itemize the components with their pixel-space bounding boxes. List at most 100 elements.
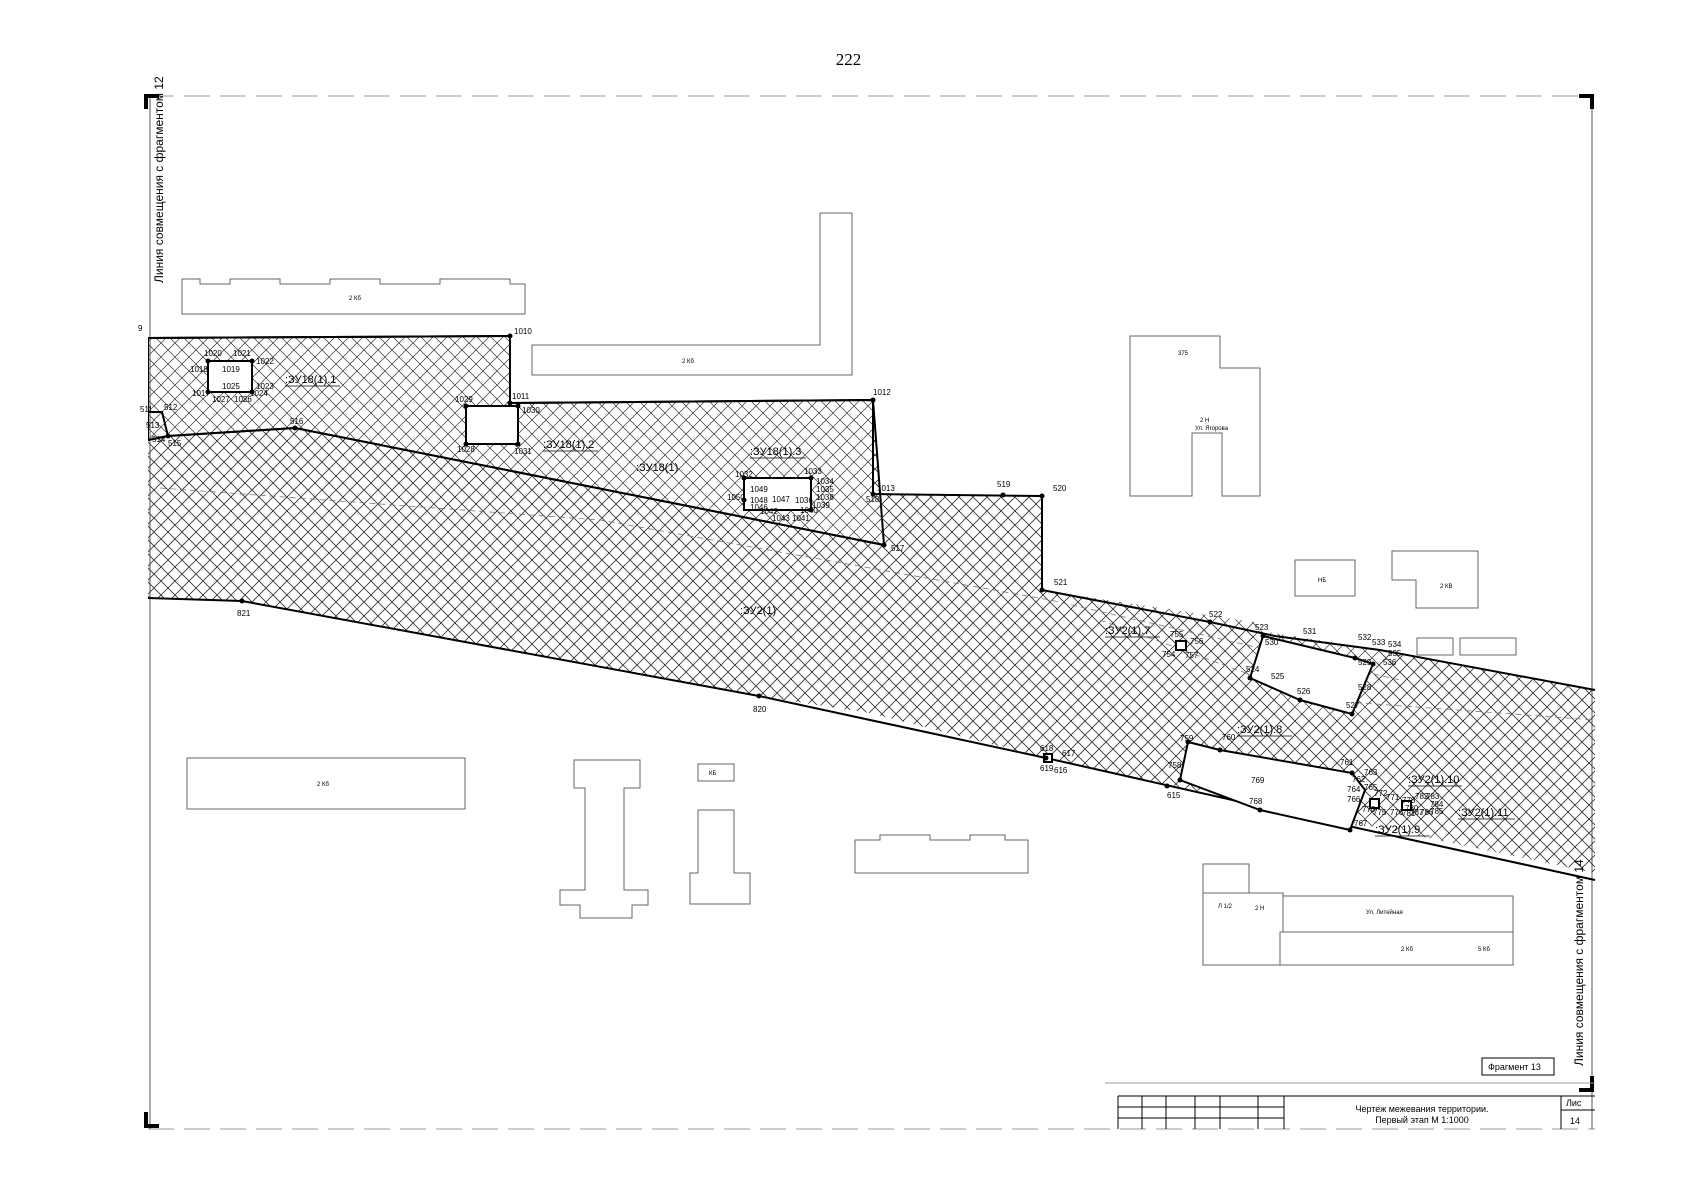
svg-text:758: 758 (1168, 761, 1182, 770)
svg-text:754: 754 (1162, 650, 1176, 659)
sheet-header: Лис (1566, 1098, 1582, 1108)
svg-text:785: 785 (1430, 807, 1444, 816)
svg-text:765: 765 (1364, 783, 1378, 792)
zone-zu18-2: :ЗУ18(1).2 (543, 439, 594, 451)
building-10 (697, 763, 735, 782)
svg-text:775: 775 (1373, 808, 1387, 817)
svg-text:763: 763 (1364, 768, 1378, 777)
svg-text:784: 784 (1430, 800, 1444, 809)
svg-text:616: 616 (1054, 766, 1068, 775)
svg-text:618: 618 (1040, 744, 1054, 753)
svg-text:782: 782 (1415, 792, 1429, 801)
building-5 (1391, 550, 1479, 609)
svg-text:771: 771 (1386, 793, 1400, 802)
svg-text:516: 516 (290, 417, 304, 426)
page-number: 222 (835, 50, 862, 69)
svg-text:1050: 1050 (727, 493, 745, 502)
svg-text:1012: 1012 (873, 388, 891, 397)
building-8 (186, 757, 466, 810)
mark-1: 2 Кб (349, 296, 361, 302)
svg-text:1031: 1031 (514, 447, 532, 456)
svg-text:1033: 1033 (804, 467, 822, 476)
svg-text:617: 617 (1062, 749, 1076, 758)
svg-text:1039: 1039 (812, 501, 830, 510)
building-16 (1279, 931, 1514, 966)
svg-text:526: 526 (1297, 687, 1311, 696)
zone-zu2-7: :ЗУ2(1).7 (1105, 625, 1150, 637)
vertex-dots (165, 333, 1376, 833)
svg-text:1046: 1046 (750, 503, 768, 512)
mark-12: КБ (709, 771, 716, 777)
parcel-zu2-8 (1178, 740, 1367, 832)
svg-text:1043: 1043 (772, 514, 790, 523)
svg-text:527: 527 (1346, 701, 1360, 710)
svg-text:1019: 1019 (222, 365, 240, 374)
zone-zu2-8: :ЗУ2(1).8 (1237, 724, 1282, 736)
svg-text:1028: 1028 (457, 445, 475, 454)
svg-text:768: 768 (1249, 797, 1263, 806)
left-combination-label: Линия совмещения с фрагментом 12 (152, 76, 166, 283)
buildings (181, 212, 1517, 966)
svg-text:767: 767 (1354, 819, 1368, 828)
svg-text:821: 821 (237, 609, 251, 618)
svg-text:1047: 1047 (772, 495, 790, 504)
svg-text:615: 615 (1167, 791, 1181, 800)
parcel-zu18-2 (465, 405, 519, 445)
svg-text:1017: 1017 (192, 389, 210, 398)
zone-labels: :ЗУ18(1).1 :ЗУ18(1).2 :ЗУ18(1).3 :ЗУ18(1… (285, 374, 1515, 837)
building-marks: 2 Кб 2 Кб 375 2 Н Ул. Ягорова НБ 2 КВ 2 … (317, 296, 1490, 953)
svg-text:762: 762 (1352, 775, 1366, 784)
building-4 (1294, 559, 1356, 597)
mark-13: 2 Кб (1401, 947, 1413, 953)
svg-text:513: 513 (146, 421, 160, 430)
svg-text:1025: 1025 (222, 382, 240, 391)
svg-text:525: 525 (1271, 672, 1285, 681)
svg-text:1034: 1034 (816, 477, 834, 486)
svg-text:1029: 1029 (455, 395, 473, 404)
sheet-number: 14 (1570, 1116, 1580, 1126)
sheet-frame (144, 94, 1595, 1130)
svg-text:759: 759 (1180, 734, 1194, 743)
svg-text:783: 783 (1426, 792, 1440, 801)
mark-10: Л 1/2 (1218, 904, 1233, 910)
svg-text:770: 770 (1362, 805, 1376, 814)
parcel-zu2-10 (1369, 798, 1380, 809)
svg-text:778: 778 (1402, 796, 1416, 805)
svg-text:512: 512 (164, 403, 178, 412)
svg-text:1021: 1021 (233, 349, 251, 358)
zone-zu2-9: :ЗУ2(1).9 (1375, 824, 1420, 836)
svg-text:766: 766 (1347, 795, 1361, 804)
svg-text:776: 776 (1390, 808, 1404, 817)
svg-text:1048: 1048 (750, 496, 768, 505)
svg-text:1011: 1011 (512, 392, 530, 401)
svg-text:523: 523 (1255, 623, 1269, 632)
svg-text:1049: 1049 (750, 485, 768, 494)
svg-text:529: 529 (1358, 658, 1372, 667)
title-block (1105, 1082, 1595, 1129)
svg-text:1036: 1036 (795, 496, 813, 505)
svg-text:533: 533 (1372, 638, 1386, 647)
svg-text:528: 528 (1358, 683, 1372, 692)
building-1 (181, 278, 526, 315)
svg-text:536: 536 (1383, 658, 1397, 667)
zone-zu18-1: :ЗУ18(1).1 (285, 374, 336, 386)
parcel-zu2-11 (1401, 800, 1412, 811)
mark-2: 2 Кб (682, 359, 694, 365)
fragment-box: Фрагмент 13 (1481, 1057, 1555, 1076)
svg-text:787: 787 (1410, 808, 1424, 817)
svg-text:535: 535 (1388, 649, 1402, 658)
svg-text:534: 534 (1388, 640, 1402, 649)
parcel-zu18-3 (743, 477, 812, 511)
svg-text:1040: 1040 (800, 506, 818, 515)
right-combination-label: Линия совмещения с фрагментом 14 (1572, 859, 1586, 1066)
svg-text:786: 786 (1420, 808, 1434, 817)
svg-text:760: 760 (1222, 733, 1236, 742)
svg-text:524: 524 (1246, 665, 1260, 674)
svg-text:511: 511 (140, 405, 153, 414)
mark-9: Ул. Литейная (1366, 909, 1403, 916)
zone-zu18: :ЗУ18(1) (636, 462, 678, 474)
building-11 (689, 809, 751, 905)
fragment-label: Фрагмент 13 (1488, 1062, 1541, 1072)
building-9 (559, 759, 649, 919)
